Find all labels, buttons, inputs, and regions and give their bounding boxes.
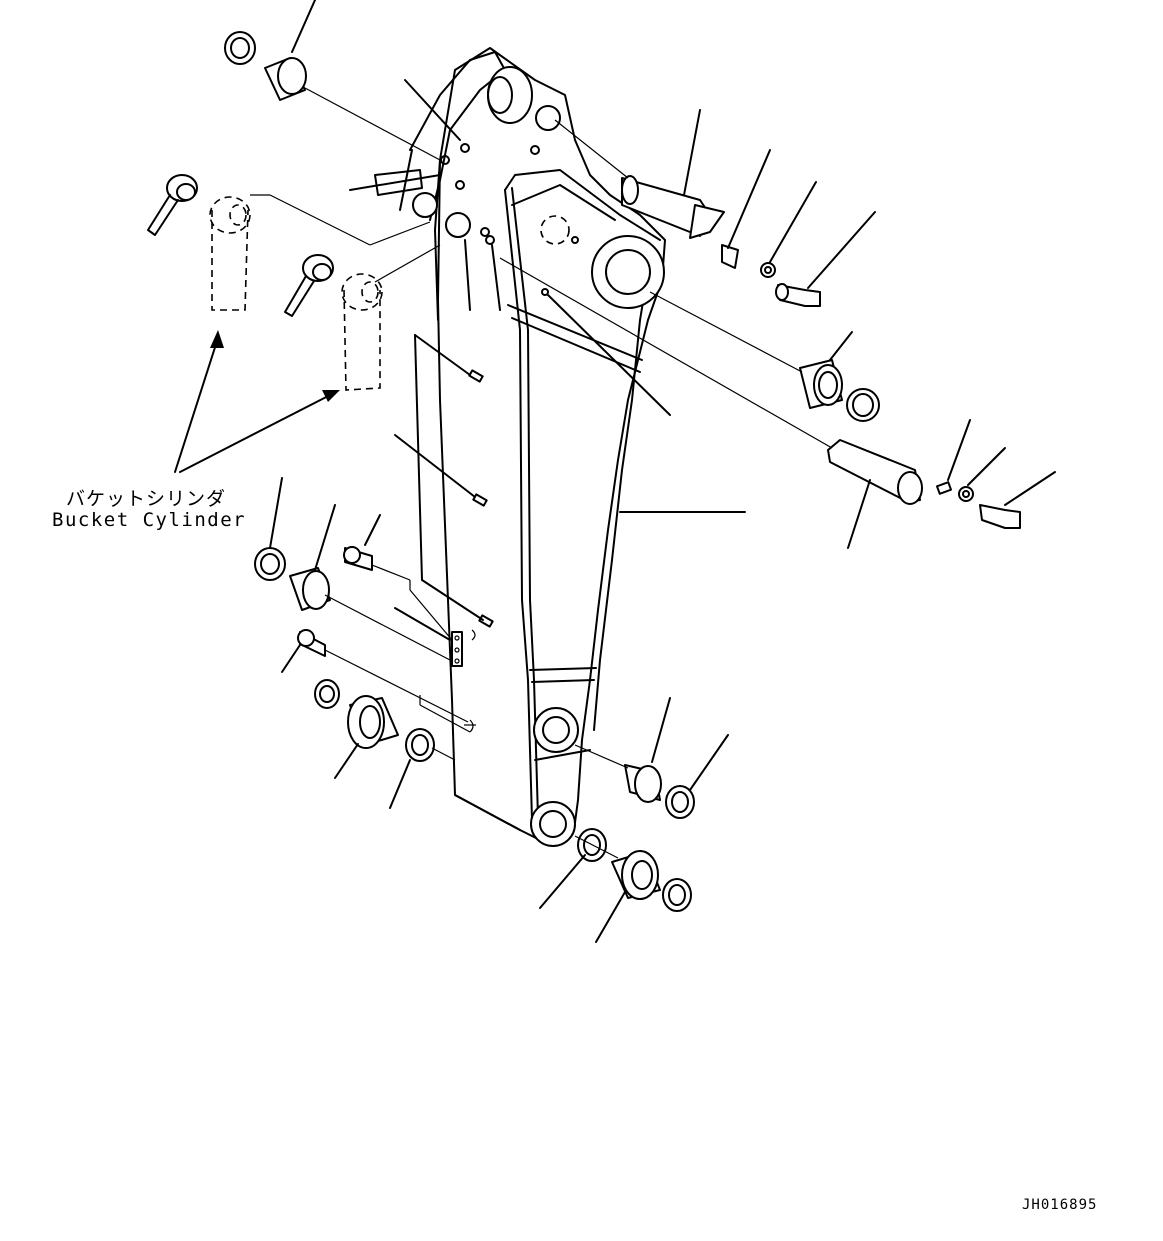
boss-lower: [530, 801, 576, 847]
lower-left-parts: [254, 546, 435, 762]
pin-upper: [621, 175, 821, 307]
grease-fitting-group-upper: [147, 174, 334, 317]
bucket-cylinder-label-japanese: バケットシリンダ: [66, 488, 227, 510]
lower-right-parts: [577, 764, 695, 912]
bucket-cylinder-label-english: Bucket Cylinder: [52, 509, 247, 531]
upper-left-bushing-group: [224, 31, 307, 101]
bucket-cylinder-ghost: [209, 196, 383, 391]
pin-lower: [827, 439, 1021, 529]
leader-lines: [174, 0, 1056, 943]
bushing-right: [799, 359, 880, 422]
boss-middle: [533, 707, 579, 753]
boss-upper: [591, 235, 665, 309]
drawing-number: JH016895: [1022, 1197, 1098, 1213]
arm-body: [374, 47, 666, 847]
